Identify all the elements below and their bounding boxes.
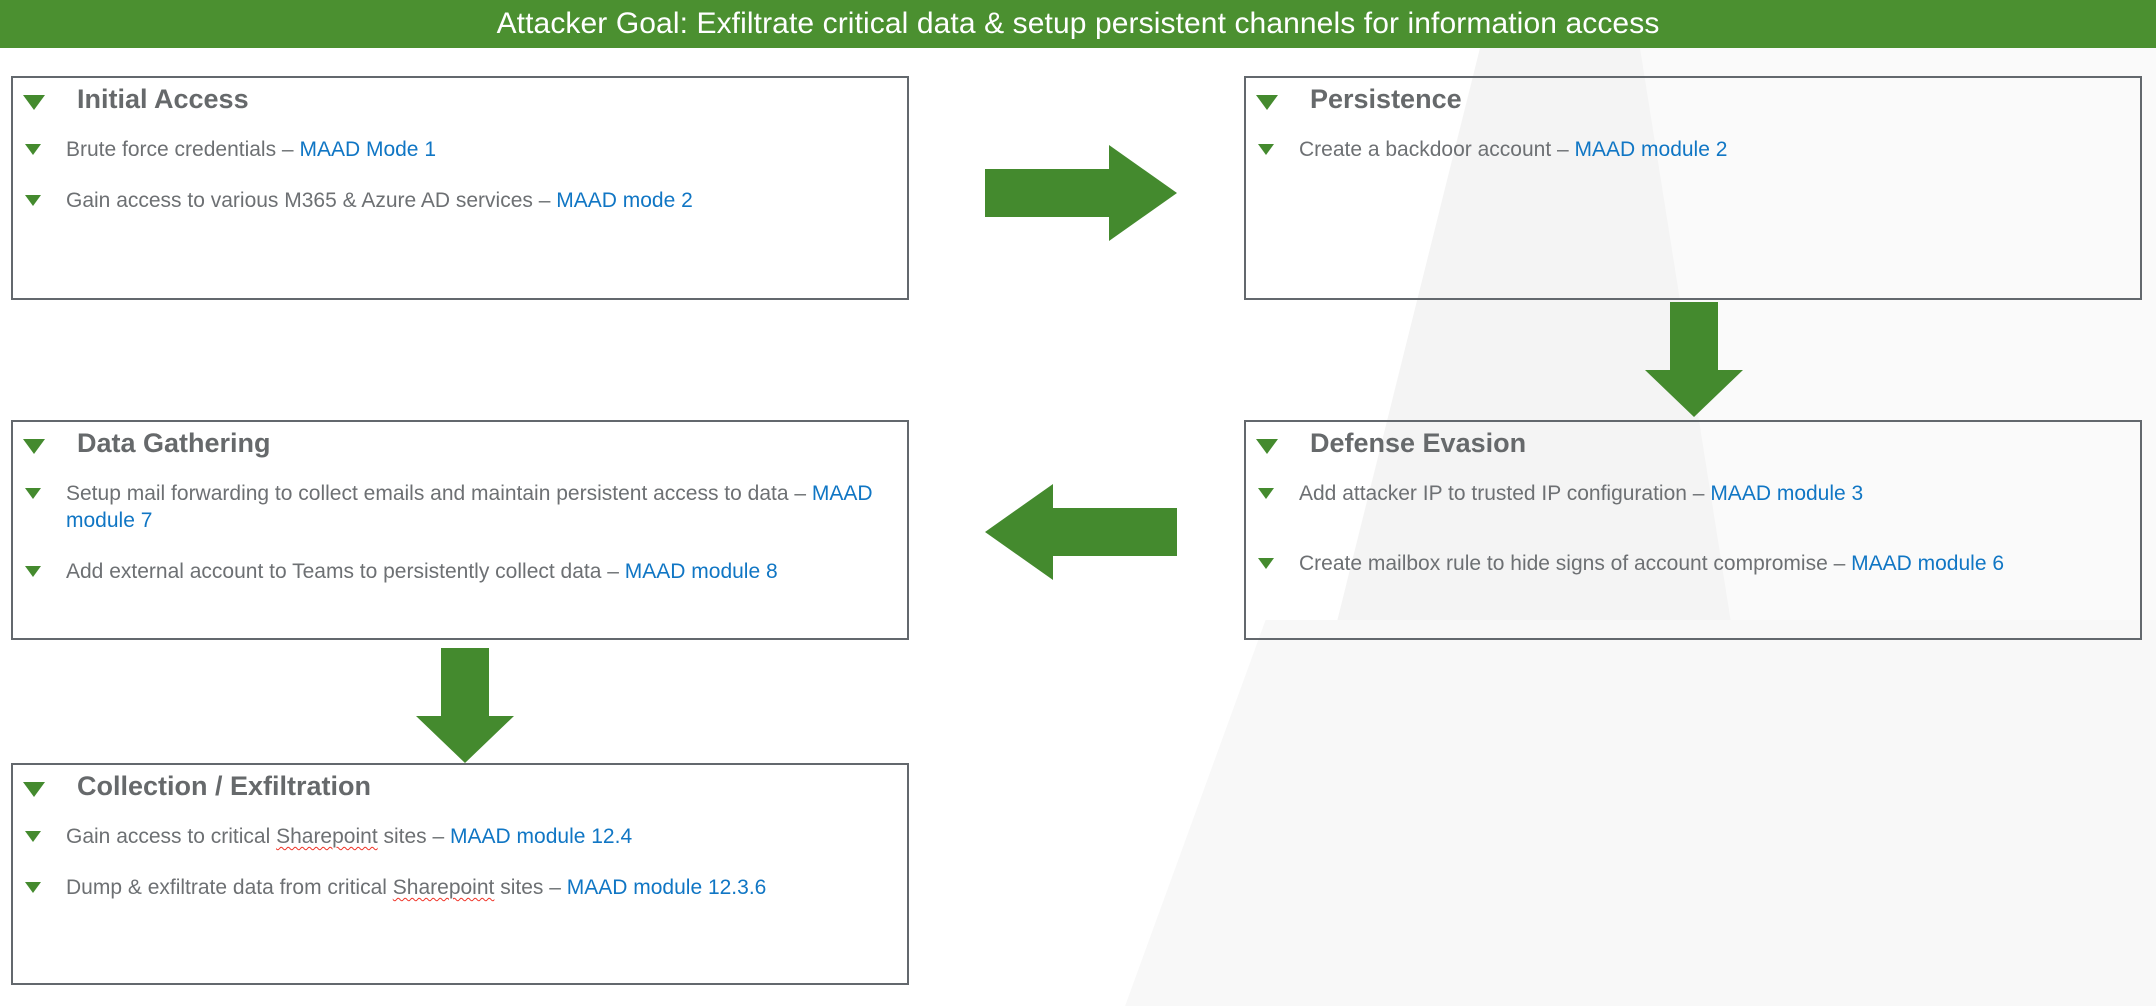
attacker-goal-banner: Attacker Goal: Exfiltrate critical data … <box>0 0 2156 48</box>
maad-module-link[interactable]: MAAD module 3 <box>1710 482 1864 505</box>
triangle-bullet-icon <box>25 882 41 893</box>
list-item: Gain access to critical Sharepoint sites… <box>23 823 632 850</box>
arrow-right-initial-to-persistence <box>985 145 1177 241</box>
maad-module-link[interactable]: MAAD module 12.3.6 <box>566 876 767 899</box>
bullet-text-prefix: Create a backdoor account – <box>1299 138 1575 161</box>
triangle-bullet-icon <box>23 782 45 797</box>
bullet-text-prefix: Gain access to various M365 & Azure AD s… <box>66 189 557 212</box>
list-item: Add attacker IP to trusted IP configurat… <box>1256 480 1863 507</box>
stage-title: Persistence <box>1310 84 1462 114</box>
bullet-text: Gain access to critical Sharepoint sites… <box>66 823 632 850</box>
stage-header-defense-evasion: Defense Evasion <box>1256 428 1526 459</box>
bullet-text: Create mailbox rule to hide signs of acc… <box>1299 550 2004 577</box>
stage-header-data-gathering: Data Gathering <box>23 428 271 459</box>
stage-title: Defense Evasion <box>1310 428 1527 458</box>
stage-box-defense-evasion[interactable]: Defense Evasion Add attacker IP to trust… <box>1244 420 2142 640</box>
bullet-text-prefix: Create mailbox rule to hide signs of acc… <box>1299 552 1852 575</box>
list-item: Create a backdoor account – MAAD module … <box>1256 136 1727 163</box>
maad-module-link[interactable]: MAAD Mode 1 <box>299 138 437 161</box>
list-item: Gain access to various M365 & Azure AD s… <box>23 187 693 214</box>
bullet-text-prefix: Add external account to Teams to persist… <box>66 560 625 583</box>
misspelled-word: Sharepoint <box>276 825 378 848</box>
banner-title: Attacker Goal: Exfiltrate critical data … <box>496 7 1660 40</box>
list-item: Dump & exfiltrate data from critical Sha… <box>23 874 766 901</box>
stage-box-data-gathering[interactable]: Data Gathering Setup mail forwarding to … <box>11 420 909 640</box>
bullet-text: Create a backdoor account – MAAD module … <box>1299 136 1727 163</box>
bullet-text-prefix: Add attacker IP to trusted IP configurat… <box>1299 482 1711 505</box>
arrow-left-defense-evasion-to-data-gathering <box>985 484 1177 580</box>
arrow-down-persistence-to-defense-evasion <box>1645 302 1743 417</box>
arrow-down-data-gathering-to-collection <box>416 648 514 763</box>
triangle-bullet-icon <box>1258 488 1274 499</box>
bullet-text-suffix: sites – <box>494 876 567 899</box>
triangle-bullet-icon <box>25 488 41 499</box>
triangle-bullet-icon <box>25 144 41 155</box>
bullet-text: Add attacker IP to trusted IP configurat… <box>1299 480 1863 507</box>
bullet-text-prefix: Gain access to critical <box>66 825 277 848</box>
triangle-bullet-icon <box>25 195 41 206</box>
triangle-bullet-icon <box>1256 95 1278 110</box>
maad-module-link[interactable]: MAAD module 8 <box>624 560 778 583</box>
bullet-text: Brute force credentials – MAAD Mode 1 <box>66 136 436 163</box>
list-item: Setup mail forwarding to collect emails … <box>23 480 896 534</box>
bullet-text-prefix: Brute force credentials – <box>66 138 300 161</box>
triangle-bullet-icon <box>1256 439 1278 454</box>
stage-header-initial-access: Initial Access <box>23 84 249 115</box>
bullet-text: Setup mail forwarding to collect emails … <box>66 480 896 534</box>
triangle-bullet-icon <box>23 439 45 454</box>
background-watermark-shape-3 <box>1120 620 2156 1006</box>
maad-module-link[interactable]: MAAD module 6 <box>1851 552 2005 575</box>
misspelled-word: Sharepoint <box>392 876 495 899</box>
list-item: Brute force credentials – MAAD Mode 1 <box>23 136 436 163</box>
bullet-text: Gain access to various M365 & Azure AD s… <box>66 187 693 214</box>
list-item: Add external account to Teams to persist… <box>23 558 778 585</box>
triangle-bullet-icon <box>25 831 41 842</box>
triangle-bullet-icon <box>1258 144 1274 155</box>
maad-module-link[interactable]: MAAD module 2 <box>1574 138 1728 161</box>
bullet-text-prefix: Dump & exfiltrate data from critical <box>66 876 393 899</box>
list-item: Create mailbox rule to hide signs of acc… <box>1256 550 2004 577</box>
triangle-bullet-icon <box>23 95 45 110</box>
bullet-text: Dump & exfiltrate data from critical Sha… <box>66 874 766 901</box>
stage-box-collection-exfiltration[interactable]: Collection / Exfiltration Gain access to… <box>11 763 909 985</box>
triangle-bullet-icon <box>25 566 41 577</box>
bullet-text: Add external account to Teams to persist… <box>66 558 778 585</box>
maad-module-link[interactable]: MAAD module 12.4 <box>450 825 633 848</box>
triangle-bullet-icon <box>1258 558 1274 569</box>
stage-header-collection-exfiltration: Collection / Exfiltration <box>23 771 371 802</box>
stage-title: Collection / Exfiltration <box>77 771 372 801</box>
stage-title: Initial Access <box>77 84 249 114</box>
bullet-text-prefix: Setup mail forwarding to collect emails … <box>66 482 812 505</box>
maad-module-link[interactable]: MAAD mode 2 <box>556 189 693 212</box>
stage-header-persistence: Persistence <box>1256 84 1462 115</box>
stage-box-initial-access[interactable]: Initial Access Brute force credentials –… <box>11 76 909 300</box>
stage-title: Data Gathering <box>77 428 271 458</box>
stage-box-persistence[interactable]: Persistence Create a backdoor account – … <box>1244 76 2142 300</box>
maad-module-link[interactable]: MAAD module 7 <box>66 482 873 532</box>
bullet-text-suffix: sites – <box>377 825 451 848</box>
